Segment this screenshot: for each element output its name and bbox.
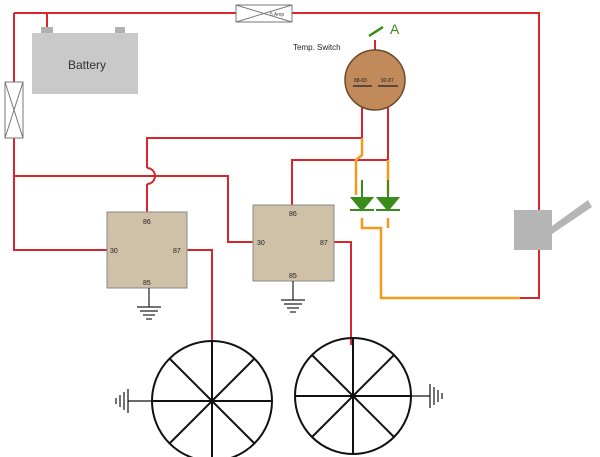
fuse-left — [4, 81, 24, 139]
annotation-label: A — [390, 21, 400, 37]
wire-left-to-relay2-30 — [14, 175, 253, 243]
temp-switch-terminal-left: 88-83 — [354, 78, 367, 84]
wire-left-to-relay1-30 — [13, 138, 107, 251]
orange-wires — [354, 138, 520, 300]
fan-1 — [151, 340, 273, 457]
wire-relay2-87-fan — [334, 241, 352, 345]
ground-icon — [115, 389, 152, 413]
diode-left — [349, 180, 375, 212]
temp-sensor — [514, 200, 592, 250]
diodes — [349, 180, 401, 212]
temp-sensor-body — [514, 210, 552, 250]
wire-switch-to-relay2-86 — [291, 82, 389, 205]
diode-right — [375, 180, 401, 212]
relay-1: 86 30 87 85 — [106, 211, 188, 289]
wire-orange-bottom — [360, 218, 520, 300]
battery-terminal-pos — [41, 27, 53, 35]
relay-2-pin-87: 87 — [320, 240, 328, 247]
relay-1-pin-30: 30 — [110, 248, 118, 255]
temp-switch-label: Temp. Switch — [293, 43, 341, 52]
wire-crossover — [146, 167, 156, 185]
wire-orange-left — [354, 138, 364, 195]
relay-2-body — [252, 204, 335, 282]
temp-sensor-probe — [552, 200, 592, 234]
relay-1-body — [106, 211, 188, 289]
ground-icon — [281, 281, 305, 313]
ground-icon — [411, 384, 443, 408]
temp-switch-terminal-right: 92-87 — [381, 78, 394, 84]
ground-icon — [137, 288, 161, 320]
relay-2-pin-86: 86 — [289, 211, 297, 218]
wire-relay1-87-fan — [187, 249, 213, 345]
relay-2-pin-85: 85 — [289, 273, 297, 280]
relay-1-pin-87: 87 — [173, 248, 181, 255]
battery-terminal-neg — [115, 27, 125, 35]
annotation-a: A — [368, 21, 400, 38]
battery: Battery — [32, 27, 138, 94]
relay-1-pin-86: 86 — [143, 219, 151, 226]
fuse-top-label: 5 Amp — [270, 12, 284, 18]
temp-switch: Temp. Switch 88-83 92-87 — [293, 43, 406, 111]
red-wires — [13, 12, 540, 345]
battery-label: Battery — [68, 58, 106, 72]
fuse-top: 5 Amp — [235, 4, 293, 23]
fan-2 — [294, 337, 412, 455]
wire-switch-to-relay1-86 — [146, 82, 363, 168]
annotation-pointer — [368, 25, 384, 38]
wire-sensor-bottom — [520, 250, 540, 299]
temp-switch-body — [344, 49, 406, 111]
relay-2-pin-30: 30 — [257, 240, 265, 247]
wire-battery-to-fuse — [46, 12, 236, 30]
battery-body — [32, 33, 138, 94]
relay-1-pin-85: 85 — [143, 280, 151, 287]
wire-fuse-to-right — [292, 12, 540, 213]
relay-2: 86 30 87 85 — [252, 204, 335, 282]
